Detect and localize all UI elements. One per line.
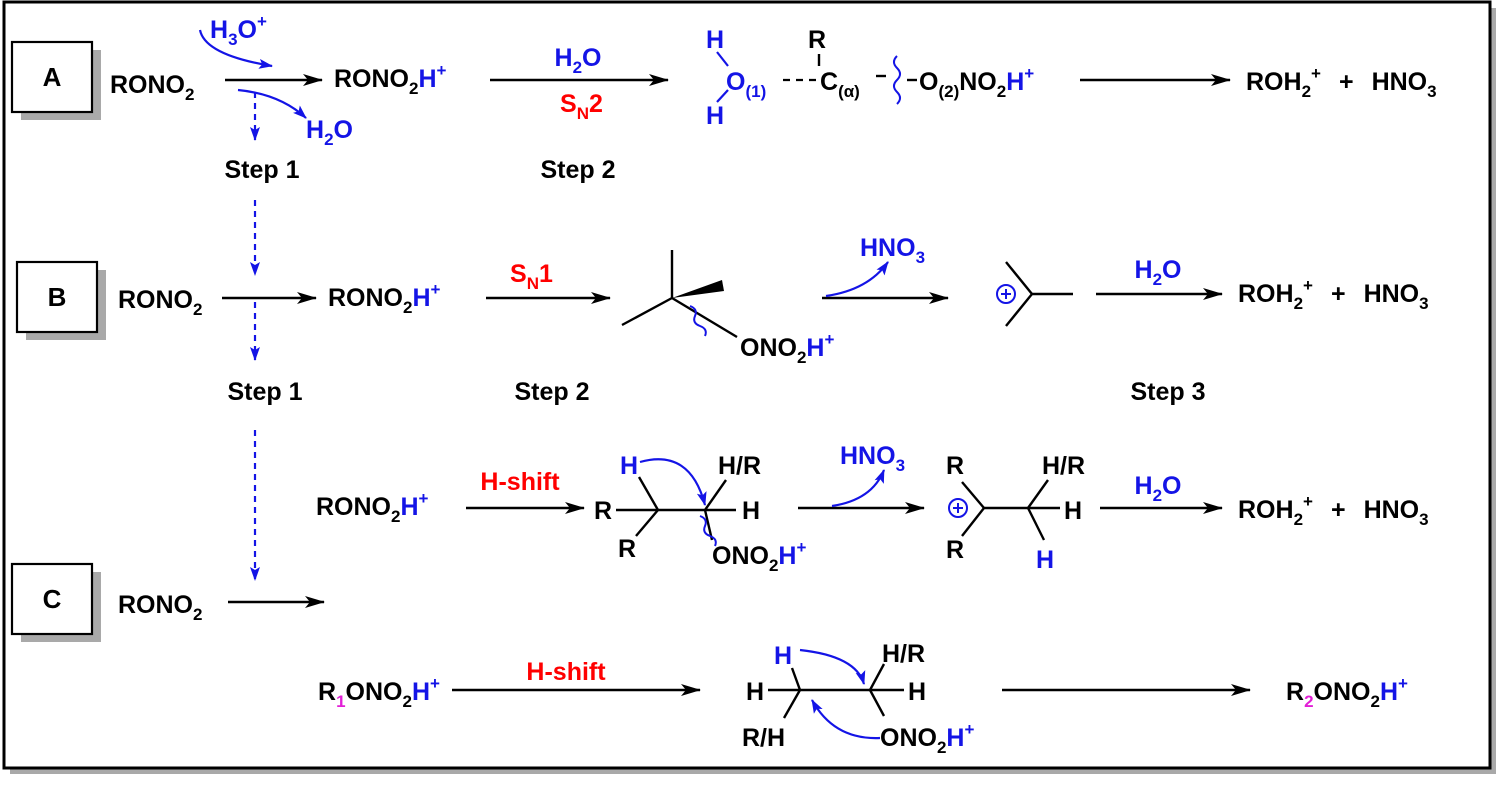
protonated-nitrate: RONO2H+ — [328, 280, 441, 317]
secondary-carbocation-structure: R R H/R H H — [946, 452, 1085, 574]
bond — [703, 509, 714, 541]
h-shift-label: H-shift — [526, 658, 606, 686]
step-1-label: Step 1 — [224, 156, 299, 184]
atom-r: R — [946, 536, 964, 564]
curved-arrow-icon — [825, 261, 889, 298]
byproduct-water: H2O — [306, 116, 353, 149]
step-3-label: Step 3 — [1130, 378, 1205, 406]
atom-hr: H/R — [718, 452, 761, 480]
wavy-bond-icon — [893, 55, 901, 105]
atom-h: H — [1064, 497, 1082, 525]
reactant-rono2: RONO2 — [110, 71, 194, 104]
panel-b: B RONO2 Step 1 RONO2H+ SN1 Step 2 ONO2H+… — [15, 234, 1429, 406]
migrating-hydrogen: H — [620, 452, 638, 480]
leaving-group: ONO2H+ — [712, 538, 806, 575]
protonated-nitrate: RONO2H+ — [316, 489, 429, 526]
bond — [637, 476, 660, 511]
bond — [1005, 261, 1033, 295]
panel-label-box — [10, 562, 94, 636]
panel-a: A RONO2 H3O+ H2O Step 1 RONO2H+ H2O SN2 … — [10, 12, 1437, 184]
migrating-hydrogen: H — [774, 642, 792, 670]
bond — [621, 296, 673, 327]
bond — [782, 689, 802, 719]
atom-hr: H/R — [882, 640, 925, 668]
curved-arrow-icon — [799, 648, 866, 685]
step-2-label: Step 2 — [540, 156, 615, 184]
atom-r: R — [946, 452, 964, 480]
panel-label-b: B — [48, 282, 67, 312]
atom-r: R — [618, 535, 636, 563]
substituent-r: R — [808, 26, 826, 54]
bond — [961, 481, 985, 509]
bond — [716, 51, 729, 67]
wavy-bond-icon — [689, 305, 707, 337]
atom-h-shifted: H — [1036, 546, 1054, 574]
h-shift-label: H-shift — [480, 468, 560, 496]
curved-arrow-icon — [831, 469, 886, 508]
released-hno3: HNO3 — [840, 442, 905, 475]
tertiary-nitrate-structure: ONO2H+ — [621, 250, 834, 367]
bond — [961, 507, 985, 537]
atom-r: R — [594, 497, 612, 525]
panel-label-box — [10, 40, 94, 114]
carbocation-plus-icon — [996, 284, 1016, 304]
atom-hr: H/R — [1042, 452, 1085, 480]
atom-rh: R/H — [742, 724, 785, 752]
wedge-bond-icon — [672, 280, 724, 298]
bond — [868, 689, 886, 717]
wavy-bond-icon — [699, 515, 717, 547]
nitrate-group: ONO2H+ — [880, 720, 974, 757]
panel-label-a: A — [43, 62, 62, 92]
bond — [635, 509, 659, 537]
bond — [1027, 479, 1049, 509]
secondary-nitrate-structure: R R H H/R H ONO2H+ — [594, 452, 806, 575]
curved-arrow-icon — [198, 29, 273, 69]
reagent-water: H2O — [1135, 256, 1182, 289]
bond — [1026, 507, 1046, 541]
atom-h: H — [746, 678, 764, 706]
reactant-rono2: RONO2 — [118, 591, 202, 624]
released-hno3: HNO3 — [860, 234, 925, 267]
atom-h: H — [908, 678, 926, 706]
sn2-transition-state: H H O(1) R C(α) O(2)NO2H+ — [706, 26, 1034, 130]
curved-arrow-icon — [811, 699, 881, 740]
bond — [1005, 293, 1033, 327]
leaving-group: O(2)NO2H+ — [919, 64, 1034, 101]
atom-h: H — [706, 102, 724, 130]
atom-h: H — [742, 497, 760, 525]
step-1-label: Step 1 — [227, 378, 302, 406]
mechanism-sn2: SN2 — [560, 90, 603, 123]
step-2-label: Step 2 — [514, 378, 589, 406]
carbocation-plus-icon — [948, 498, 968, 518]
protonated-nitrate: RONO2H+ — [334, 61, 447, 98]
products-a: ROH2++HNO3 — [1246, 64, 1437, 101]
panel-label-c: C — [43, 584, 62, 614]
products-c: ROH2++HNO3 — [1238, 492, 1429, 529]
panel-label-box — [15, 260, 99, 334]
bond — [790, 667, 802, 691]
reagent-water: H2O — [555, 44, 602, 77]
leaving-group: ONO2H+ — [740, 330, 834, 367]
bond — [704, 479, 727, 511]
atom-h: H — [706, 26, 724, 54]
carbocation-structure — [996, 261, 1073, 327]
reactant-rono2: RONO2 — [118, 286, 202, 319]
bond — [671, 296, 738, 339]
bond — [716, 89, 729, 103]
bond — [868, 663, 886, 691]
curved-arrow-icon — [237, 88, 307, 119]
hydride-shift-structure: H H R/H H/R H ONO2H+ — [742, 640, 974, 757]
curved-arrow-icon — [639, 458, 707, 506]
products-b: ROH2++HNO3 — [1238, 276, 1429, 313]
